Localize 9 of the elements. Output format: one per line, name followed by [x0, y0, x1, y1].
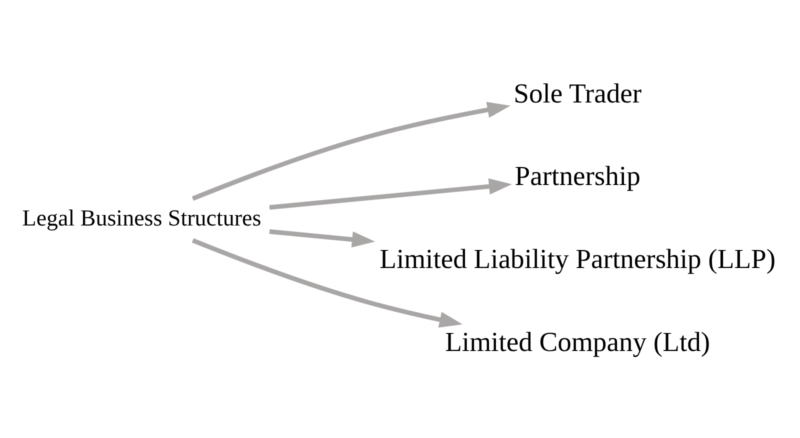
node-text: Limited Company (Ltd) — [444, 325, 710, 356]
arrow — [268, 178, 512, 210]
node-text: Legal Business Structures — [22, 204, 261, 230]
arrow — [191, 101, 510, 200]
node-text: Partnership — [514, 160, 640, 191]
node-text: Sole Trader — [513, 76, 642, 108]
arrow — [268, 228, 375, 247]
node-text: Limited Liability Partnership (LLP) — [379, 242, 776, 274]
arrow — [191, 238, 462, 328]
